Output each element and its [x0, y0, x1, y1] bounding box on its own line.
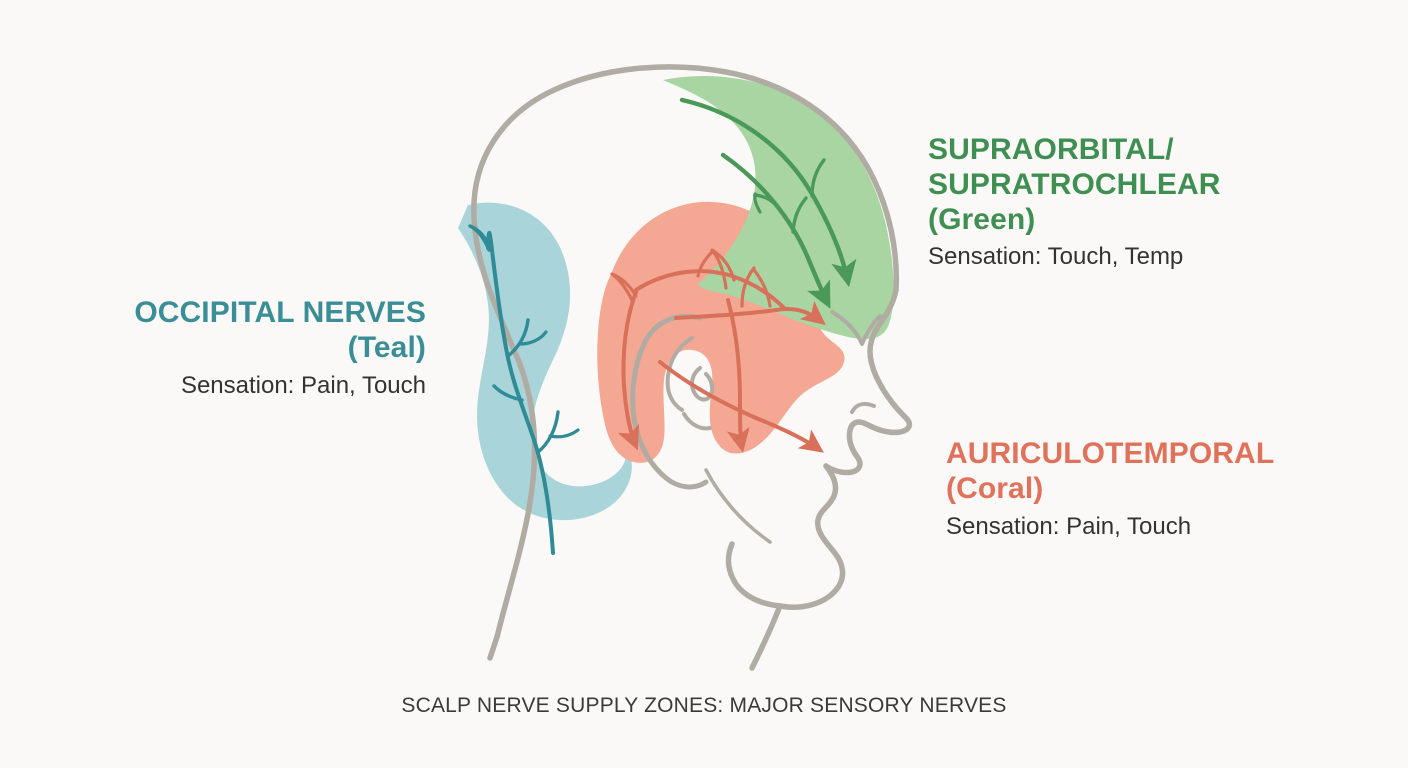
supraorbital-nerve-branches	[679, 97, 857, 309]
jaw-neck-outline	[725, 541, 783, 609]
occipital-nerve-branches	[468, 224, 580, 555]
supraorbital-nerve-sensation: Sensation: Touch, Temp	[928, 243, 1184, 271]
supratrochlear-nerve-middle	[720, 152, 831, 309]
auriculotemporal-nerve-title: AURICULOTEMPORAL (Coral)	[946, 437, 1275, 505]
occipital-branch-lower-right	[536, 410, 560, 454]
supratrochlear-branch-lower	[753, 193, 784, 214]
ear-tragus-line	[690, 366, 715, 402]
occipital-nerve-title: OCCIPITAL NERVES (Teal)	[134, 296, 426, 364]
figure-caption: SCALP NERVE SUPPLY ZONES: MAJOR SENSORY …	[401, 694, 1007, 717]
auriculotemporal-nerve-sensation: Sensation: Pain, Touch	[946, 512, 1192, 540]
occipital-zone-shape	[458, 202, 632, 521]
auriculotemporal-branch-facial	[658, 360, 824, 453]
head-outline-group	[471, 64, 913, 671]
auriculotemporal-nerve-branches	[610, 248, 826, 453]
auriculotemporal-branch-posterior	[617, 290, 640, 451]
auriculotemporal-twig-temporal-b	[752, 268, 772, 308]
supraorbital-branchlet-upper	[810, 158, 826, 198]
supraorbital-nerve-upper	[679, 97, 857, 288]
occipital-branch-upper-right-fork	[518, 330, 548, 346]
nostril-line	[850, 402, 876, 414]
face-profile-outline	[823, 287, 913, 476]
supraorbital-nerve-label-block: SUPRAORBITAL/ SUPRATROCHLEAR (Green) Sen…	[928, 133, 1348, 271]
auriculotemporal-twig-temporal	[740, 266, 756, 308]
occipital-branch-mid-left	[492, 384, 524, 402]
supratrochlear-branch-lower-tip	[753, 192, 762, 214]
auriculotemporal-twig-central-b	[696, 250, 714, 278]
front-neck-outline	[749, 603, 783, 671]
auriculotemporal-twig-posterior	[610, 272, 638, 302]
auriculotemporal-twig-central	[710, 248, 736, 290]
ear-concha-line	[682, 412, 712, 431]
auriculotemporal-branch-temporal	[674, 300, 826, 325]
auriculotemporal-canopy-arch	[634, 269, 786, 310]
occipital-nerve-trunk	[486, 230, 555, 555]
auriculotemporal-branch-central	[726, 298, 750, 453]
occipital-branch-top	[468, 224, 492, 252]
cranium-outline	[471, 64, 900, 640]
auriculotemporal-nerve-label-block: AURICULOTEMPORAL (Coral) Sensation: Pain…	[946, 437, 1376, 540]
cheek-contour-line	[704, 468, 772, 544]
lips-chin-outline	[777, 463, 846, 610]
occipital-nerve-label-block: OCCIPITAL NERVES (Teal) Sensation: Pain,…	[60, 296, 426, 399]
brow-ridge-line	[830, 310, 882, 346]
occipital-nerve-sensation: Sensation: Pain, Touch	[180, 371, 426, 399]
occipital-branch-upper-right	[506, 318, 530, 358]
back-neck-outline	[487, 634, 500, 661]
ear-antihelix-line	[665, 336, 694, 412]
supraorbital-nerve-title: SUPRAORBITAL/ SUPRATROCHLEAR (Green)	[928, 133, 1221, 236]
occipital-branch-lower-right-fork	[548, 428, 580, 439]
supratrochlear-branchlet-middle	[791, 196, 808, 234]
